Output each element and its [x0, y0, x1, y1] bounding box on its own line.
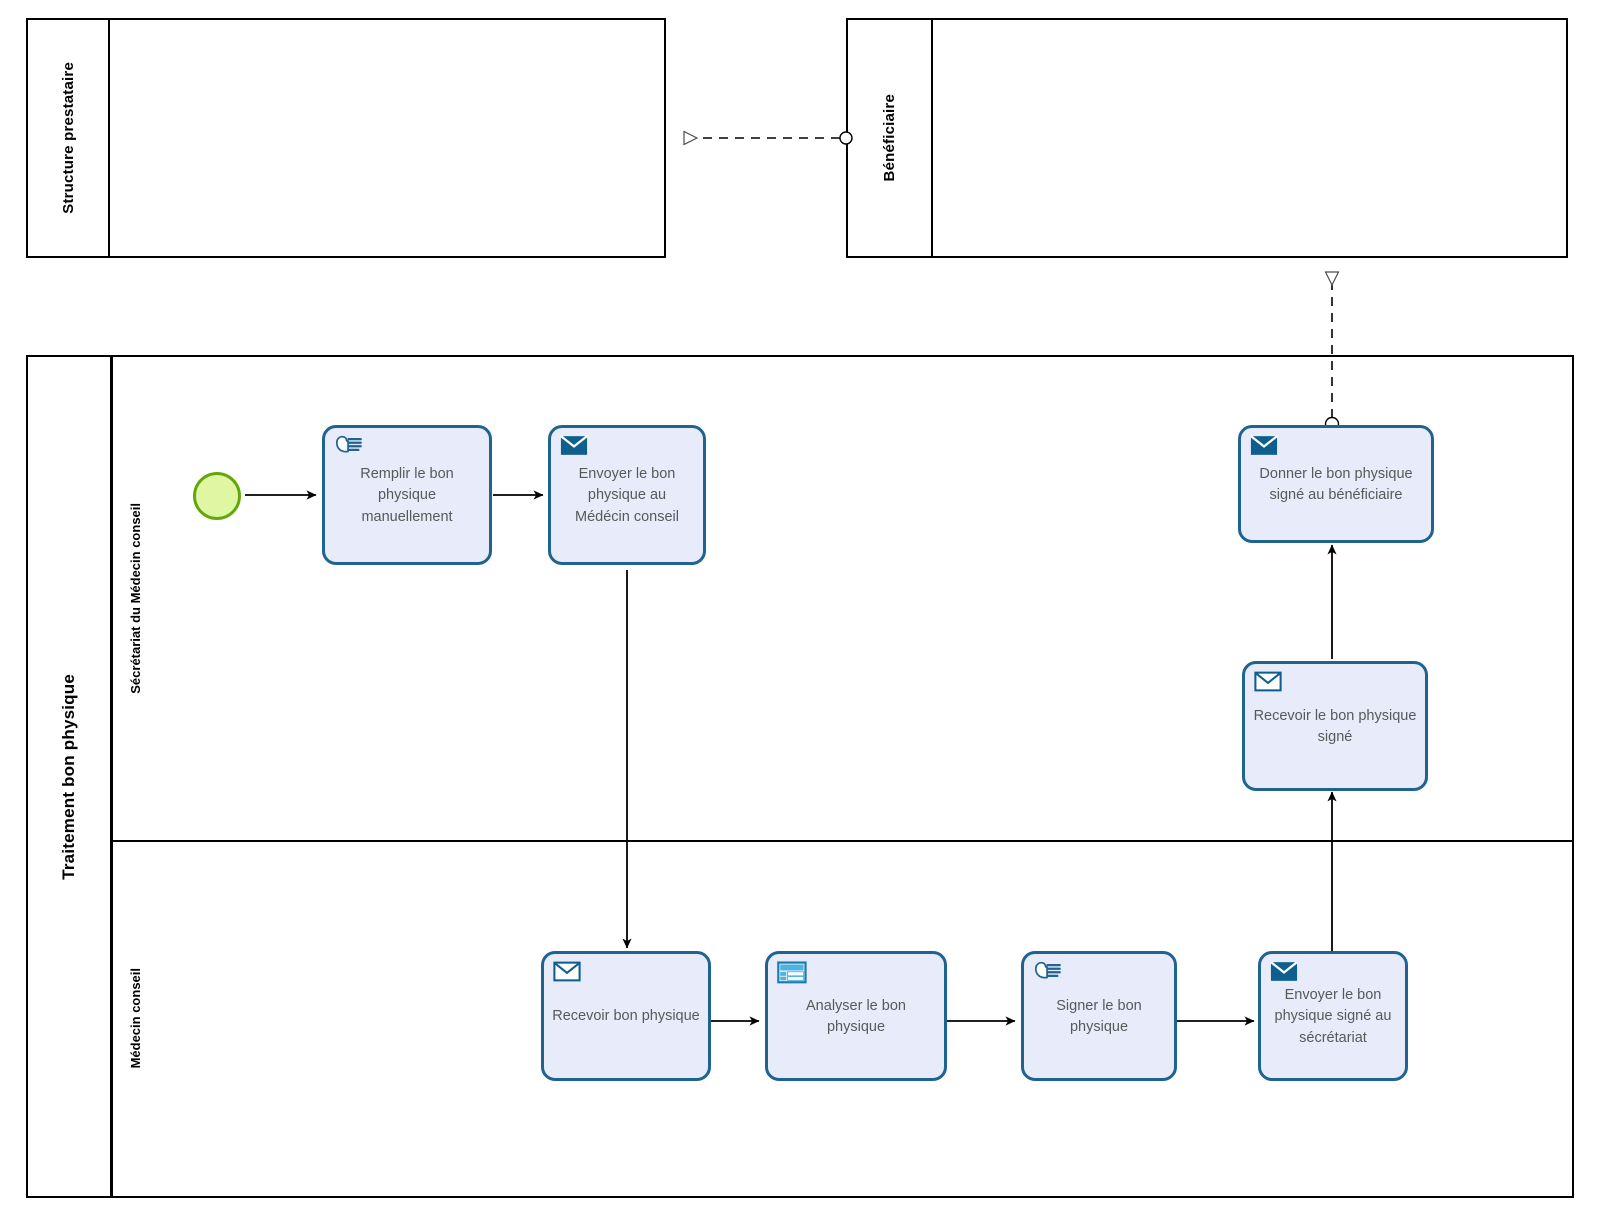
pool-header-traitement-bon-physique: Traitement bon physique — [28, 357, 112, 1196]
send-task-envelope-icon — [560, 434, 590, 460]
task-recevoir-bon-physique[interactable]: Recevoir bon physique — [541, 951, 711, 1081]
task-label: Envoyer le bon physique signé au sécréta… — [1274, 987, 1392, 1046]
task-label: Analyser le bon physique — [806, 997, 906, 1035]
message-flow-beneficiaire-to-structure[interactable] — [684, 132, 853, 144]
manual-task-hand-icon — [1033, 960, 1063, 986]
receive-task-envelope-icon — [1254, 670, 1284, 696]
pool-structure-prestataire[interactable]: Structure prestataire — [26, 18, 666, 258]
send-task-envelope-icon — [1250, 434, 1280, 460]
send-task-envelope-icon — [1270, 960, 1300, 986]
task-label: Signer le bon physique — [1056, 997, 1142, 1035]
lane-band-divider — [112, 357, 113, 1196]
task-label: Remplir le bon physique manuellement — [360, 466, 454, 525]
business-rule-task-table-icon — [777, 960, 807, 986]
message-flow-donner-bon-to-beneficiaire[interactable] — [1326, 272, 1339, 432]
task-label: Envoyer le bon physique au Médécin conse… — [575, 466, 679, 525]
task-signer-bon-physique[interactable]: Signer le bon physique — [1021, 951, 1177, 1081]
lane-divider — [112, 840, 1572, 842]
task-remplir-bon-physique[interactable]: Remplir le bon physique manuellement — [322, 425, 492, 565]
pool-header-beneficiaire: Bénéficiaire — [848, 20, 933, 256]
manual-task-hand-icon — [334, 434, 364, 460]
task-donner-bon-physique-signe[interactable]: Donner le bon physique signé au bénéfici… — [1238, 425, 1434, 543]
task-analyser-bon-physique[interactable]: Analyser le bon physique — [765, 951, 947, 1081]
task-label: Recevoir bon physique — [552, 1008, 700, 1025]
task-envoyer-bon-physique-signe-secretariat[interactable]: Envoyer le bon physique signé au sécréta… — [1258, 951, 1408, 1081]
pool-beneficiaire[interactable]: Bénéficiaire — [846, 18, 1568, 258]
task-envoyer-bon-physique-medecin[interactable]: Envoyer le bon physique au Médécin conse… — [548, 425, 706, 565]
pool-header-structure-prestataire: Structure prestataire — [28, 20, 110, 256]
start-event[interactable] — [193, 472, 241, 520]
receive-task-envelope-icon — [553, 960, 583, 986]
task-label: Donner le bon physique signé au bénéfici… — [1259, 465, 1413, 503]
task-label: Recevoir le bon physique signé — [1253, 707, 1417, 745]
task-recevoir-bon-physique-signe[interactable]: Recevoir le bon physique signé — [1242, 661, 1428, 791]
